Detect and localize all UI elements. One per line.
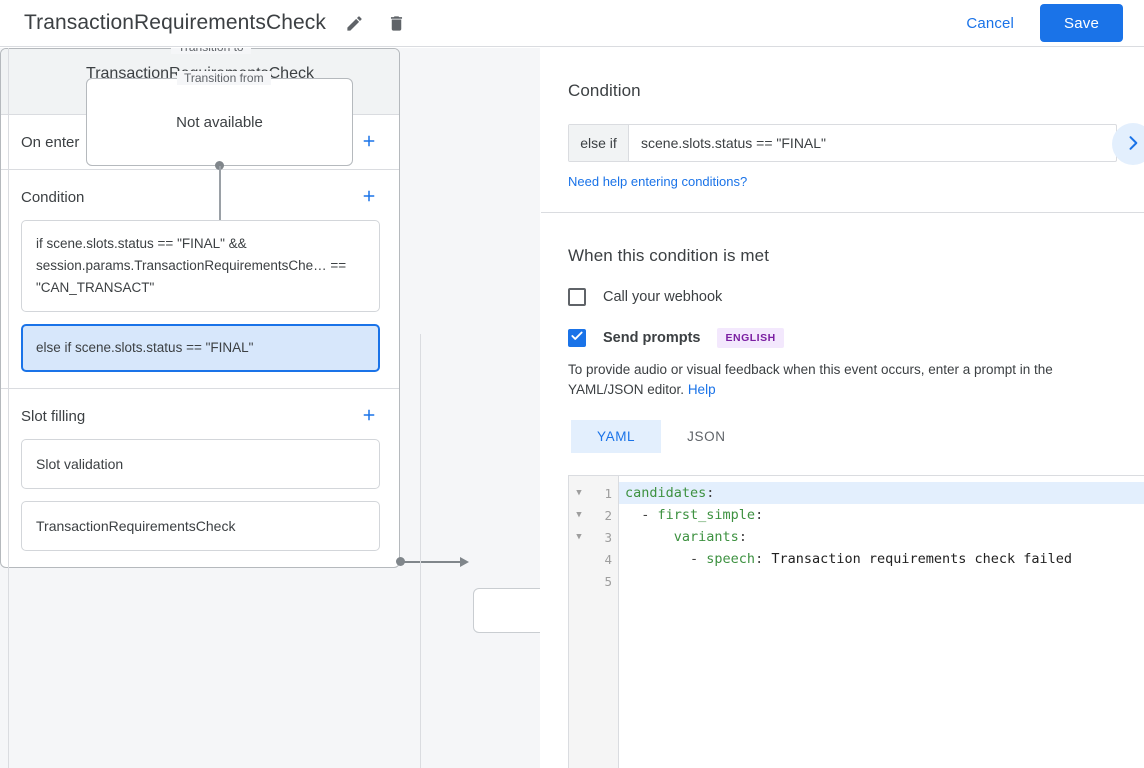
condition-help-link[interactable]: Need help entering conditions? [568, 174, 748, 189]
editor-gutter-row: ▼3 [569, 526, 618, 548]
connector-dot [215, 161, 224, 170]
description-help-link[interactable]: Help [687, 382, 716, 397]
connector-line-vertical [219, 166, 221, 233]
editor-code-line[interactable]: - first_simple: [619, 504, 1144, 526]
transition-from-node[interactable]: Transition from Not available [86, 71, 353, 166]
section-condition: Condition if scene.slots.status == "FINA… [1, 170, 399, 389]
editor-format-tabs[interactable]: YAML JSON [571, 420, 1117, 453]
code-token-punct: : [706, 485, 715, 501]
condition-expression-input[interactable] [629, 125, 1116, 161]
editor-code-line[interactable] [619, 570, 1144, 592]
condition-prefix-label: else if [569, 125, 629, 161]
tab-json[interactable]: JSON [661, 420, 751, 453]
detail-divider [541, 212, 1144, 213]
add-slot-filling-button[interactable] [358, 405, 380, 427]
collapse-panel-button[interactable] [1112, 123, 1144, 165]
code-token-key: first_simple [657, 507, 756, 523]
when-condition-met-heading: When this condition is met [568, 246, 770, 265]
section-condition-header: Condition [21, 186, 380, 208]
code-token-key: candidates [625, 485, 707, 501]
slot-filling-item[interactable]: TransactionRequirementsCheck [21, 501, 380, 551]
webhook-checkbox[interactable] [568, 288, 586, 306]
section-on-enter: On enter [1, 115, 399, 170]
editor-line-number: 2 [604, 507, 612, 523]
when-condition-met-section: When this condition is met Call your web… [541, 213, 1144, 453]
editor-line-number: 3 [604, 529, 612, 545]
language-badge: ENGLISH [717, 328, 784, 348]
transition-to-legend: Transition to [171, 48, 251, 54]
editor-gutter-row: 5 [569, 570, 618, 592]
condition-heading: Condition [568, 81, 641, 100]
plus-icon [360, 132, 378, 153]
plus-icon [360, 187, 378, 208]
editor-gutter-row: ▼2 [569, 504, 618, 526]
code-token-punct: : [755, 551, 772, 567]
condition-item[interactable]: if scene.slots.status == "FINAL" && sess… [21, 220, 380, 312]
send-prompts-checkbox-row[interactable]: Send prompts ENGLISH [568, 328, 1117, 348]
connector-line-horizontal [404, 561, 462, 563]
cancel-button[interactable]: Cancel [956, 7, 1024, 40]
editor-line-number: 5 [604, 573, 612, 589]
delete-button[interactable] [382, 9, 410, 37]
code-token-dash: - [625, 507, 658, 523]
checkmark-icon [570, 329, 584, 348]
pencil-icon [345, 14, 364, 33]
section-on-enter-header: On enter [21, 131, 380, 153]
editor-code-area[interactable]: candidates: - first_simple: variants: - … [619, 476, 1144, 768]
add-condition-button[interactable] [358, 186, 380, 208]
code-token-str: Transaction requirements check failed [771, 551, 1073, 567]
editor-gutter-row: ▼1 [569, 482, 618, 504]
connector-dot-outgoing [396, 557, 405, 566]
editor-line-number: 1 [604, 485, 612, 501]
editor-line-number: 4 [604, 551, 612, 567]
chevron-right-icon [1123, 133, 1143, 156]
code-token-key: speech [706, 551, 756, 567]
editor-gutter-row: 4 [569, 548, 618, 570]
section-slot-filling-header: Slot filling [21, 405, 380, 427]
graph-left-divider [8, 48, 9, 768]
fold-arrow-icon[interactable]: ▼ [576, 488, 582, 498]
transition-from-legend: Transition from [177, 71, 271, 85]
webhook-checkbox-row[interactable]: Call your webhook [568, 288, 1117, 306]
slot-filling-item[interactable]: Slot validation [21, 439, 380, 489]
code-token-key: variants [673, 529, 739, 545]
next-node-partial[interactable] [473, 588, 540, 633]
save-button[interactable]: Save [1040, 4, 1123, 42]
send-prompts-checkbox-label: Send prompts [603, 330, 701, 346]
fold-arrow-icon[interactable]: ▼ [576, 532, 582, 542]
transition-from-value: Not available [176, 113, 263, 131]
transition-graph-pane[interactable]: Transition from Not available Transition… [0, 48, 540, 768]
top-app-bar: TransactionRequirementsCheck Cancel Save [0, 0, 1144, 47]
condition-detail-pane: Condition else if Need help entering con… [541, 48, 1144, 768]
code-token-dash [625, 529, 674, 545]
description-text: To provide audio or visual feedback when… [568, 362, 1053, 397]
editor-code-line[interactable]: candidates: [619, 482, 1144, 504]
code-token-dash: - [625, 551, 707, 567]
code-token-punct: : [755, 507, 764, 523]
send-prompts-checkbox[interactable] [568, 329, 586, 347]
condition-item-selected[interactable]: else if scene.slots.status == "FINAL" [21, 324, 380, 372]
add-on-enter-button[interactable] [358, 131, 380, 153]
webhook-checkbox-label: Call your webhook [603, 289, 723, 305]
code-token-punct: : [738, 529, 747, 545]
page-title: TransactionRequirementsCheck [24, 11, 326, 34]
send-prompts-description: To provide audio or visual feedback when… [568, 360, 1117, 400]
section-slot-filling: Slot filling Slot validation Transaction… [1, 389, 399, 567]
trash-icon [387, 14, 406, 33]
fold-arrow-icon[interactable]: ▼ [576, 510, 582, 520]
editor-code-line[interactable]: - speech: Transaction requirements check… [619, 548, 1144, 570]
section-condition-title: Condition [21, 188, 85, 206]
edit-name-button[interactable] [340, 9, 368, 37]
section-on-enter-title: On enter [21, 133, 80, 151]
connector-arrowhead-right [460, 557, 469, 567]
graph-column-divider [420, 334, 421, 768]
condition-input-group[interactable]: else if [568, 124, 1117, 162]
editor-code-line[interactable]: variants: [619, 526, 1144, 548]
tab-yaml[interactable]: YAML [571, 420, 662, 453]
section-slot-filling-title: Slot filling [21, 407, 86, 425]
condition-section: Condition else if Need help entering con… [541, 48, 1144, 191]
plus-icon [360, 406, 378, 427]
